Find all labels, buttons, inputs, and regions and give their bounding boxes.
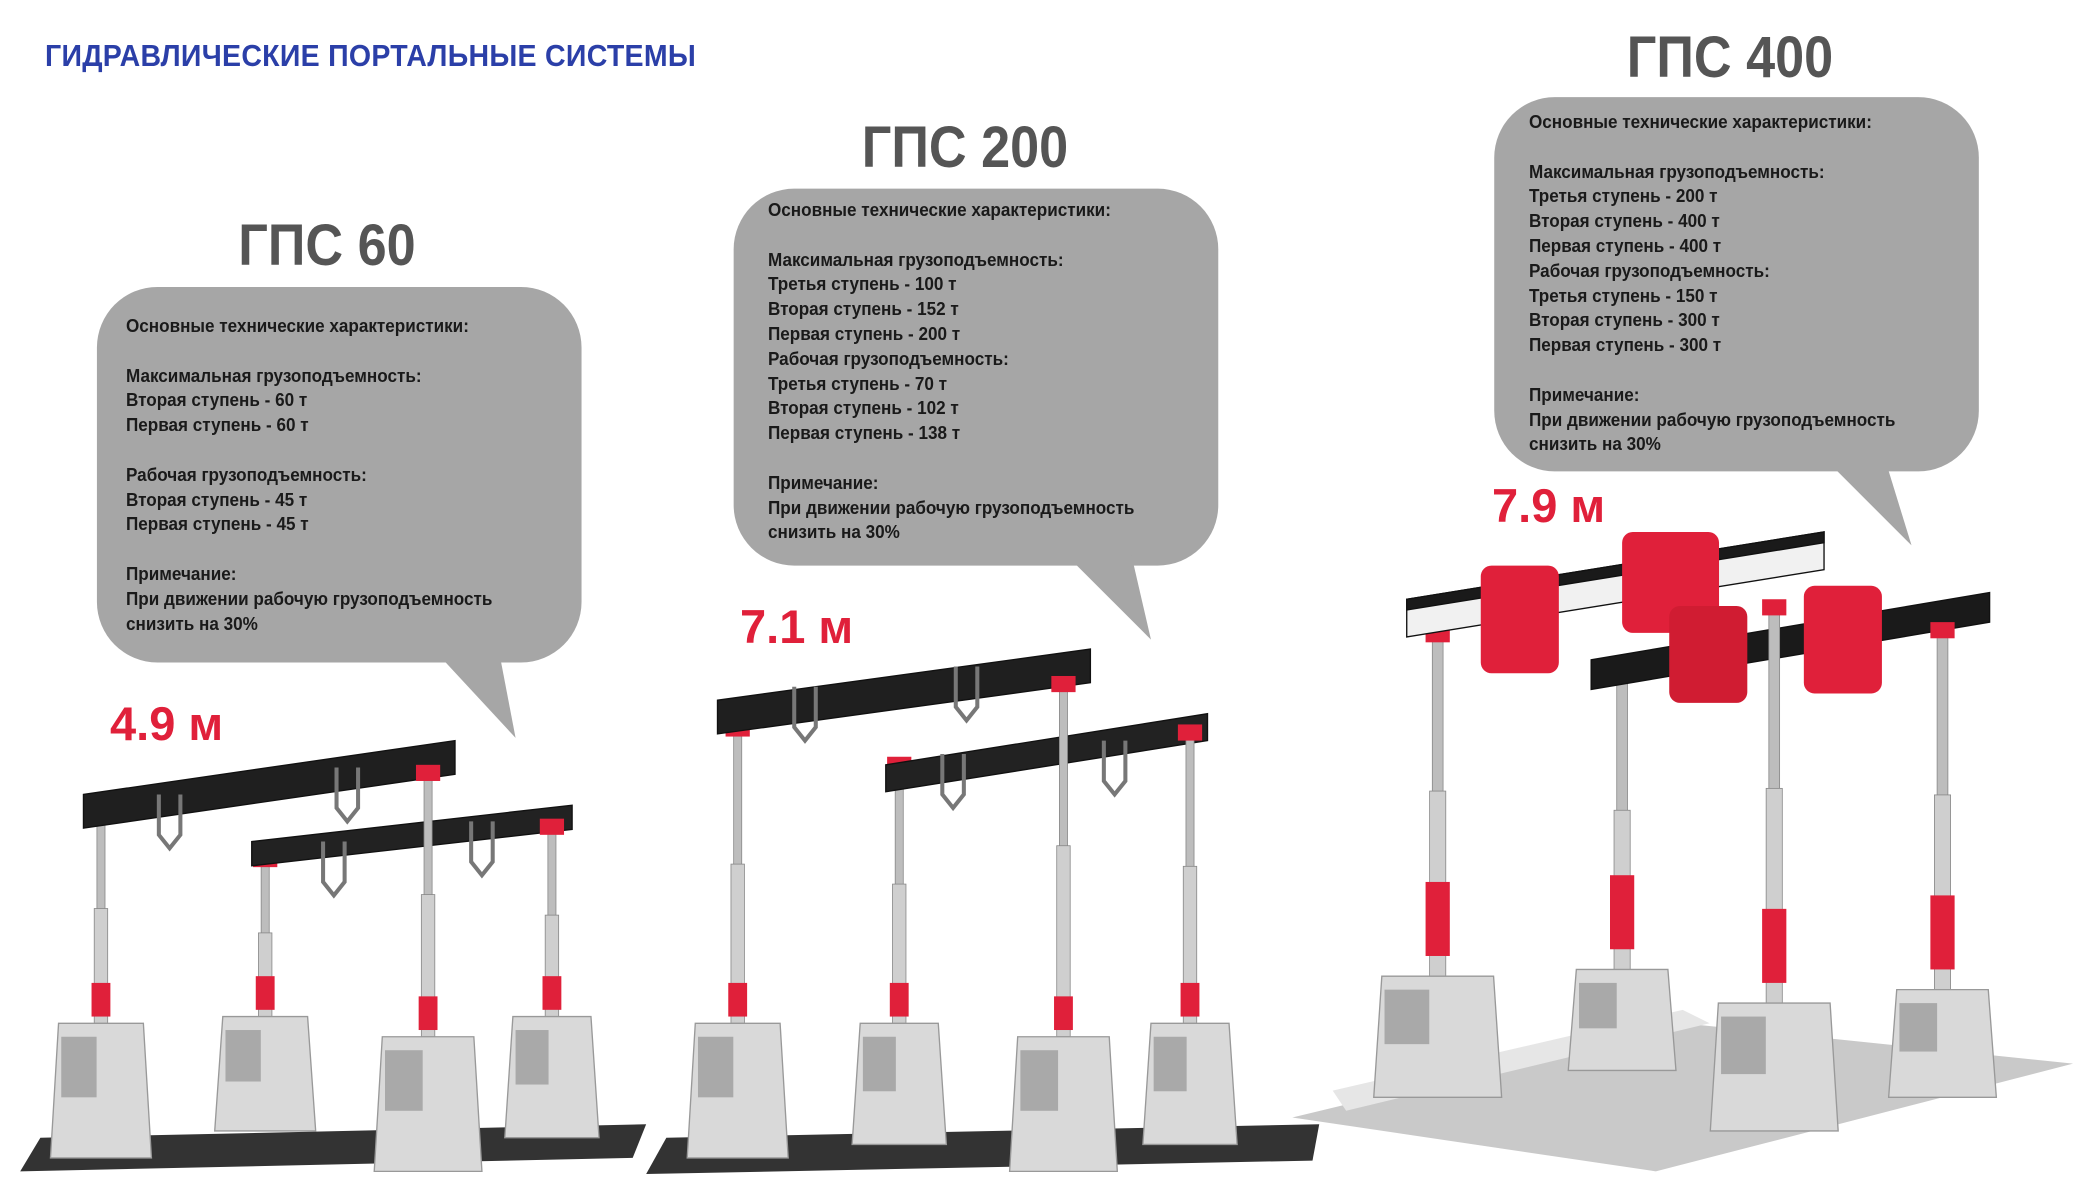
model-title-gps400: ГПС 400 (1626, 25, 1834, 90)
red-cylinder-collar (728, 982, 748, 1017)
spec-text-gps60: Основные технические характеристики: Мак… (126, 316, 493, 634)
rail (1292, 1023, 2074, 1172)
red-column-cap (1762, 599, 1787, 616)
lifting-hook (953, 666, 980, 724)
lifting-hook (321, 841, 347, 899)
red-cylinder-collar (1930, 895, 1955, 970)
spec-text-gps400: Основные технические характеристики: Мак… (1529, 112, 1896, 455)
model-title-gps60: ГПС 60 (238, 213, 416, 278)
base-panel (697, 1036, 734, 1098)
red-cylinder-collar (418, 996, 438, 1031)
base-panel (225, 1030, 261, 1082)
red-cylinder-collar (889, 982, 909, 1017)
base-panel (862, 1036, 896, 1092)
base-panel (1020, 1050, 1059, 1111)
base-panel (1153, 1036, 1187, 1092)
red-trolley (1669, 605, 1748, 703)
i-beam (82, 739, 456, 829)
red-cylinder-collar (1054, 996, 1073, 1031)
base-panel (515, 1030, 549, 1085)
red-cylinder-collar (255, 976, 275, 1010)
red-column-cap (539, 818, 565, 835)
lifting-hook (469, 821, 495, 879)
base-panel (1384, 989, 1430, 1045)
red-cylinder-collar (1762, 908, 1787, 983)
i-beam (716, 648, 1092, 735)
lifting-hook (334, 767, 361, 825)
lift-height-gps200: 7.1 м (740, 600, 854, 653)
i-beam (885, 712, 1209, 793)
lifting-hook (1101, 740, 1128, 798)
red-cylinder-collar (1425, 881, 1450, 956)
red-trolley (1480, 565, 1559, 674)
red-cylinder-collar (91, 982, 111, 1017)
rail (20, 1124, 647, 1172)
lifting-hook (940, 754, 966, 812)
lifting-hook (156, 794, 183, 852)
model-title-gps200: ГПС 200 (861, 115, 1069, 180)
page-title: ГИДРАВЛИЧЕСКИЕ ПОРТАЛЬНЫЕ СИСТЕМЫ (45, 38, 697, 73)
red-column-cap (415, 764, 441, 781)
base-panel (61, 1036, 97, 1098)
base-panel (1579, 982, 1617, 1029)
base-panel (1721, 1016, 1766, 1075)
spec-bubble-gps200-shape (733, 188, 1219, 640)
red-cylinder-collar (1180, 982, 1200, 1017)
red-column-cap (1177, 724, 1203, 741)
lifting-hook (792, 686, 818, 744)
red-column-cap (1930, 622, 1955, 639)
lift-height-gps60: 4.9 м (110, 697, 224, 750)
red-trolley (1803, 585, 1882, 694)
red-cylinder-collar (1610, 875, 1635, 950)
lift-height-gps400: 7.9 м (1492, 479, 1606, 532)
base-panel (1899, 1003, 1938, 1052)
spec-text-gps200: Основные технические характеристики: Мак… (768, 200, 1135, 543)
red-column-cap (1051, 675, 1076, 693)
base-panel (385, 1050, 423, 1111)
i-beam (251, 804, 573, 867)
red-cylinder-collar (542, 976, 562, 1010)
